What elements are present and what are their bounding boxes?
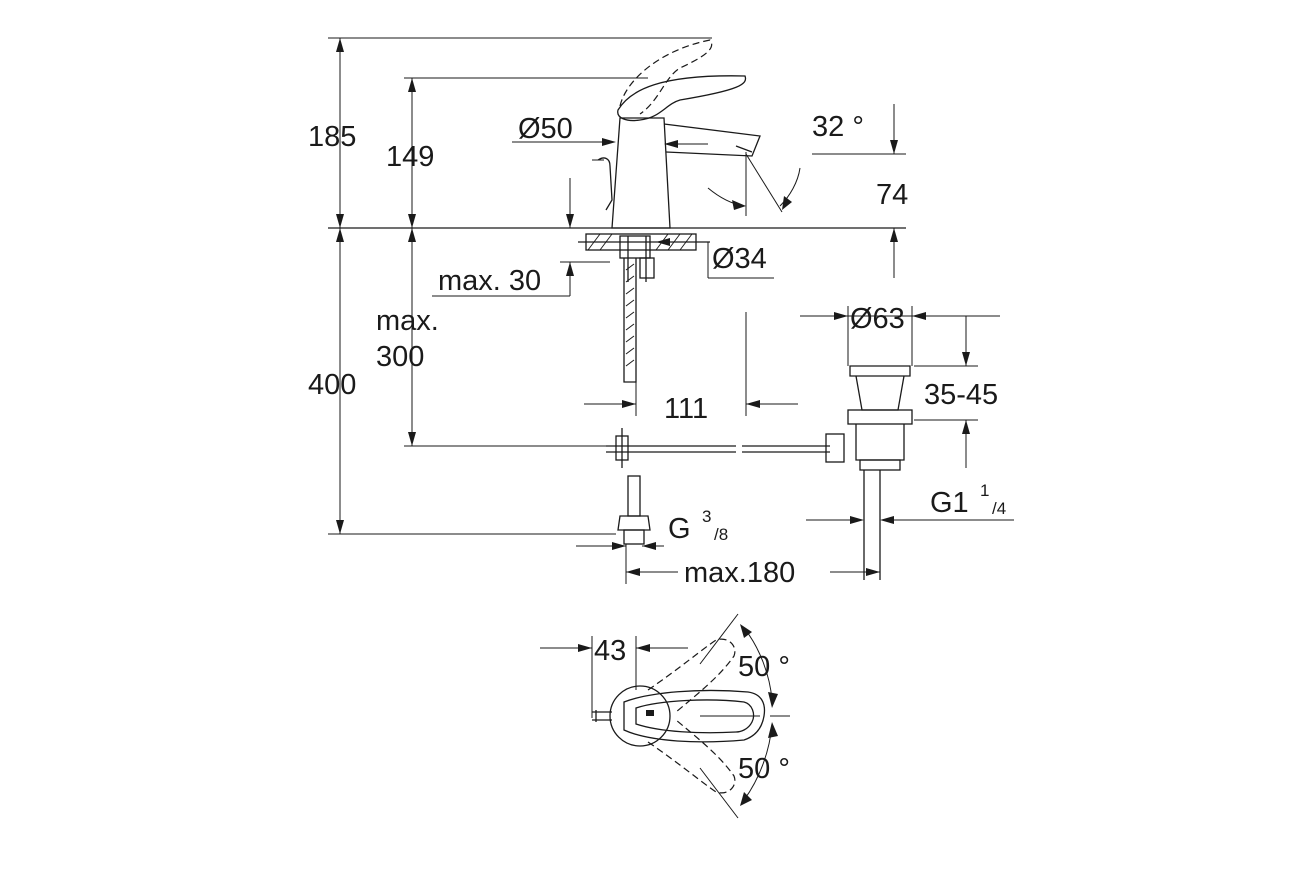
label-waste-offset: 111 (664, 393, 708, 425)
label-max-counter: max. 30 (438, 265, 541, 297)
label-spout-reach-height: 74 (876, 179, 908, 211)
label-supply-thread-main: G (668, 513, 691, 545)
label-waste-thread-main: G1 (930, 487, 969, 519)
label-below-height: 400 (308, 369, 356, 401)
label-rotation-lower: 50 ° (738, 753, 790, 785)
label-top-offset: 43 (594, 635, 626, 667)
label-waste-diameter: Ø63 (850, 303, 905, 335)
label-hose-diameter: Ø34 (712, 243, 767, 275)
label-total-height: 185 (308, 121, 356, 153)
label-spout-height: 149 (386, 141, 434, 173)
label-body-diameter: Ø50 (518, 113, 573, 145)
label-max-reach: max.180 (684, 557, 795, 589)
label-max-below-a: max. (376, 305, 439, 337)
waste-assembly (625, 306, 1014, 584)
label-spout-angle: 32 ° (812, 111, 864, 143)
label-waste-thread-den: /4 (992, 499, 1006, 518)
faucet-side-view (512, 39, 906, 278)
label-max-below-b: 300 (376, 341, 424, 373)
label-supply-thread-num: 3 (702, 507, 711, 526)
faucet-top-view (540, 613, 790, 819)
mounting-and-hoses (576, 233, 845, 550)
label-waste-range: 35-45 (924, 379, 998, 411)
dimension-labels: 185 149 Ø50 32 ° 74 Ø34 max. 30 max. 300… (308, 111, 1006, 785)
label-waste-thread-num: 1 (980, 481, 989, 500)
label-rotation-upper: 50 ° (738, 651, 790, 683)
label-supply-thread-den: /8 (714, 525, 728, 544)
